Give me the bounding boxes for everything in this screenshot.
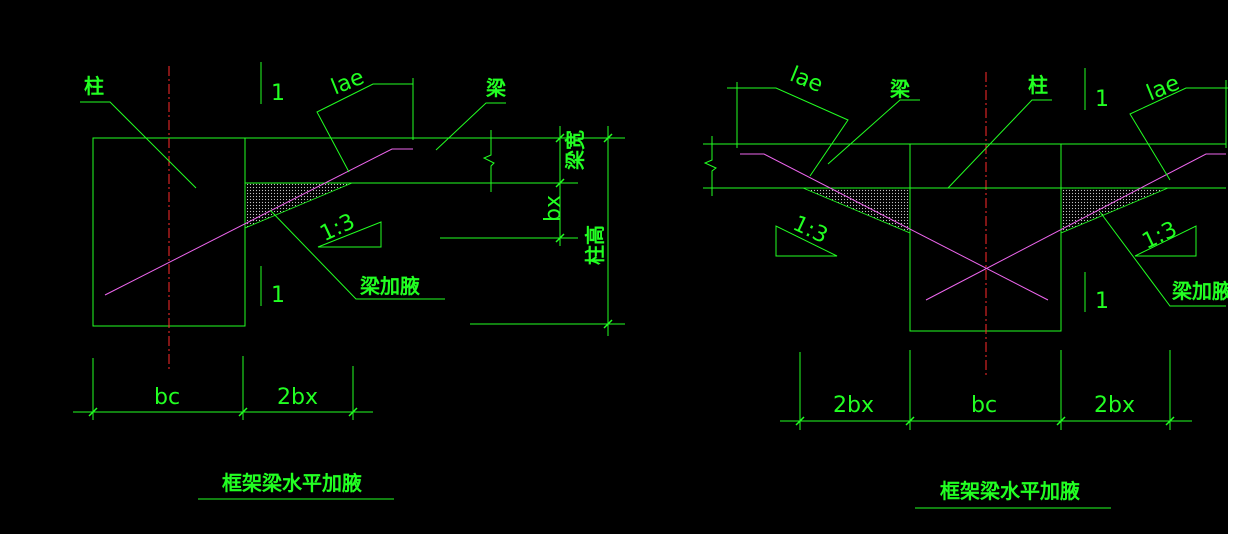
right-lae-label-left: lae	[786, 62, 826, 98]
right-title: 框架梁水平加腋	[940, 479, 1080, 503]
left-detail: 1:3 1 1 柱 梁 lae 梁加腋 梁宽 bx 柱高	[73, 62, 625, 500]
left-beam-leader	[435, 102, 506, 151]
left-column-leader	[80, 101, 197, 189]
right-edge-panel	[1228, 0, 1238, 534]
right-haunch-rebar-right	[925, 153, 1226, 301]
right-lae-leader-right	[1129, 87, 1236, 181]
left-lae-leader	[316, 83, 413, 173]
right-dim-bc: bc	[971, 393, 997, 418]
left-title: 框架梁水平加腋	[222, 471, 362, 495]
right-detail: 1:3 1:3 1 1 梁 柱 lae lae 梁加腋 2bx bc	[703, 62, 1236, 509]
right-section-label-bottom: 1	[1095, 289, 1109, 314]
right-haunch-rebar-left	[740, 153, 1049, 301]
left-beam-width-label: 梁宽	[563, 130, 587, 171]
right-column-leader	[947, 99, 1052, 189]
left-section-label-bottom: 1	[271, 283, 285, 308]
right-lae-leader-left	[727, 87, 849, 177]
right-beam-break-mark	[703, 136, 717, 196]
left-haunch-rebar	[104, 148, 413, 296]
left-dim-bc: bc	[154, 385, 180, 410]
right-slope-label-right: 1:3	[1138, 217, 1181, 255]
right-slope-triangle-left	[775, 225, 838, 257]
left-haunch-leader	[269, 209, 445, 300]
right-haunch-right	[1060, 187, 1169, 234]
right-beam-label: 梁	[889, 77, 911, 101]
right-dim-2bx-right: 2bx	[1094, 393, 1135, 418]
right-beam-leader	[827, 99, 920, 165]
left-dim-2bx: 2bx	[277, 385, 318, 410]
left-section-label-top: 1	[271, 81, 285, 106]
right-section-label-top: 1	[1095, 87, 1109, 112]
left-slope-label: 1:3	[316, 209, 359, 247]
left-haunch	[244, 182, 353, 229]
right-dim-2bx-left: 2bx	[833, 393, 874, 418]
left-lae-label: lae	[328, 65, 368, 101]
right-column-label: 柱	[1028, 73, 1048, 97]
left-beam-label: 梁	[485, 76, 507, 100]
left-haunch-label: 梁加腋	[359, 274, 420, 298]
right-slope-triangle-right	[1134, 225, 1197, 257]
right-haunch-leader	[1099, 211, 1226, 307]
left-bx-label: bx	[541, 195, 566, 222]
left-slope-triangle	[317, 221, 382, 248]
right-haunch-label: 梁加腋	[1171, 279, 1232, 303]
right-haunch-left	[802, 187, 911, 234]
right-slope-label-left: 1:3	[789, 211, 832, 249]
left-col-height-label: 柱高	[583, 225, 607, 265]
left-column-label: 柱	[84, 74, 104, 98]
right-lae-label-right: lae	[1143, 71, 1183, 107]
left-beam-break-mark	[482, 130, 495, 192]
